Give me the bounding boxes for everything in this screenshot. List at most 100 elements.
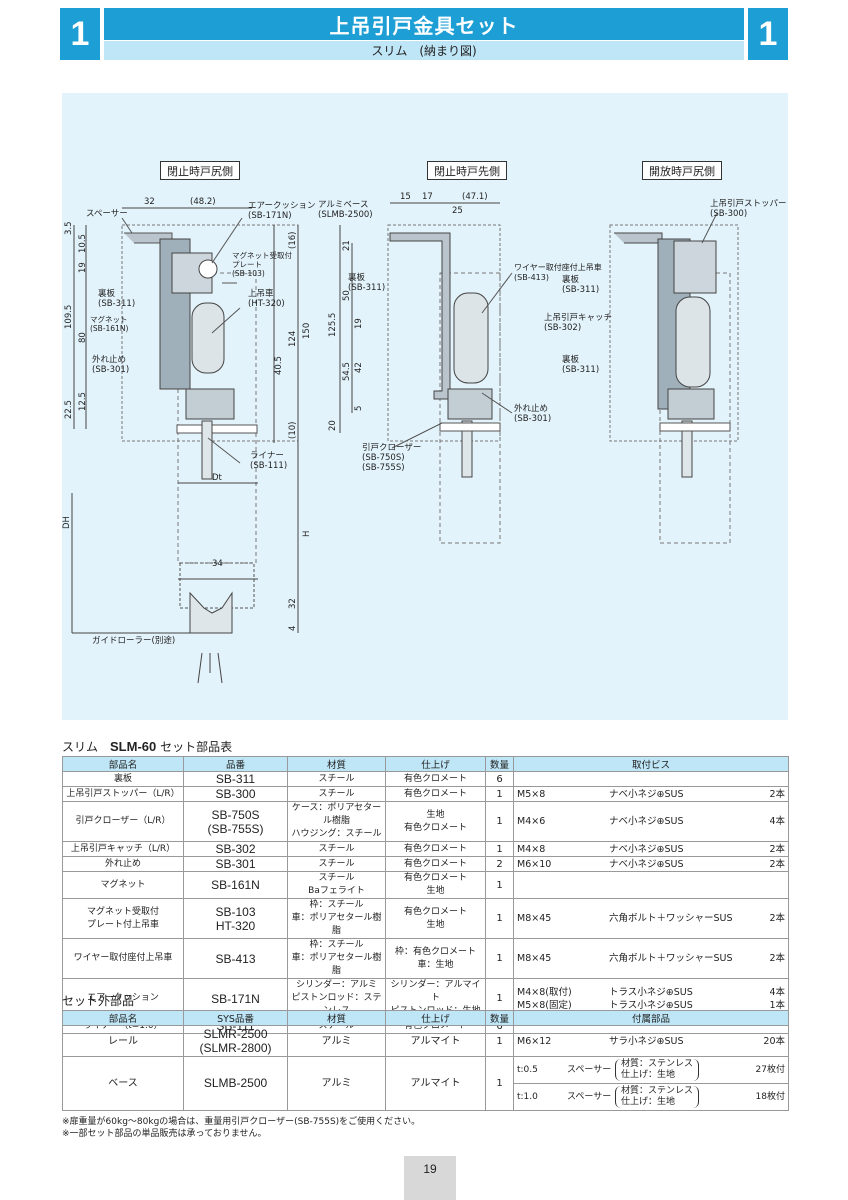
screw-qty: 2本 [769, 913, 785, 924]
parts-table-heading-prefix: スリム [62, 740, 111, 754]
callout-back-plate-2: 裏板 (SB-311) [348, 273, 386, 293]
screw-size: M4×6 [517, 816, 546, 827]
rail-acc-qty: 20本 [763, 1035, 785, 1047]
callout-back-plate-3: 裏板 (SB-311) [562, 275, 600, 295]
part-qty: 1 [485, 786, 514, 802]
parts-header-1: 品番 [183, 756, 288, 772]
extra-header-0: 部品名 [62, 1010, 184, 1026]
dim-34: 34 [212, 559, 223, 569]
base-material: アルミ [287, 1056, 386, 1111]
rail-qty: 1 [485, 1025, 514, 1057]
part-finish: 有色クロメート 生地 [385, 898, 486, 939]
dim-dt: Dt [212, 473, 222, 483]
base-qty: 1 [485, 1056, 514, 1111]
dim-21: 21 [342, 240, 352, 251]
part-qty: 1 [485, 871, 514, 899]
callout-hanger-wheel: 上吊車 (HT-320) [248, 289, 285, 309]
dim-48-2: (48.2) [190, 197, 216, 207]
screw-size: M8×45 [517, 953, 552, 964]
screw-qty: 4本 [769, 816, 785, 827]
extra-header-2: 材質 [287, 1010, 386, 1026]
part-material: スチール [287, 786, 386, 802]
part-screw [513, 871, 789, 899]
parts-table-header-row: 部品名品番材質仕上げ数量取付ビス [62, 756, 789, 772]
callout-spacer: スペーサー [86, 209, 128, 219]
dim-80: 80 [78, 332, 88, 343]
dim-54-5: 54.5 [342, 362, 352, 381]
screw-qty: 2本 [769, 788, 785, 800]
part-code: SB-413 [183, 938, 288, 979]
part-name: 引戸クローザー（L/R） [62, 801, 184, 842]
part-material: スチール Baフェライト [287, 871, 386, 899]
parts-header-0: 部品名 [62, 756, 184, 772]
screw-size: M8×45 [517, 913, 552, 924]
parts-table-heading: スリム SLM-60 セット部品表 [62, 738, 232, 755]
part-material: スチール [287, 841, 386, 857]
rail-material: アルミ [287, 1025, 386, 1057]
part-code: SB-302 [183, 841, 288, 857]
chapter-tab-left: 1 [60, 8, 100, 60]
page-number: 19 [404, 1156, 456, 1200]
dim-5: 5 [354, 405, 364, 411]
spacer-2-spec: 材質：ステンレス 仕上げ：生地 [615, 1086, 699, 1108]
part-code: SB-750S (SB-755S) [183, 801, 288, 842]
callout-closer: 引戸クローザー (SB-750S) (SB-755S) [362, 443, 422, 473]
spacer-2-qty: 18枚付 [755, 1091, 785, 1102]
view-label-closed-front: 閉止時戸先側 [427, 161, 507, 180]
parts-table-model: SLM-60 [110, 739, 157, 754]
rail-finish: アルマイト [385, 1025, 486, 1057]
extra-header-5: 付属部品 [513, 1010, 789, 1026]
screw-qty: 2本 [769, 953, 785, 964]
parts-row: 引戸クローザー（L/R）SB-750S (SB-755S)ケース：ポリアセタール… [62, 801, 789, 842]
screw-size: M4×8(取付) M5×8(固定) [517, 986, 572, 1011]
chapter-tab-right: 1 [748, 8, 788, 60]
dim-19: 19 [78, 262, 88, 273]
parts-header-3: 仕上げ [385, 756, 486, 772]
dim-15: 15 [400, 192, 411, 202]
part-material: スチール [287, 771, 386, 787]
dim-16: (16) [288, 231, 298, 249]
base-code: SLMB-2500 [183, 1056, 288, 1111]
rail-acc-size: M6×12 [517, 1035, 552, 1047]
part-qty: 2 [485, 856, 514, 872]
callout-liner: ライナー (SB-111) [250, 451, 288, 471]
screw-size: M6×10 [517, 858, 552, 870]
screw-qty: 2本 [769, 858, 785, 870]
part-code: SB-311 [183, 771, 288, 787]
part-finish: 有色クロメート 生地 [385, 871, 486, 899]
part-finish: 生地 有色クロメート [385, 801, 486, 842]
parts-header-2: 材質 [287, 756, 386, 772]
dim-47-1: (47.1) [462, 192, 488, 202]
dim-19b: 19 [354, 318, 364, 329]
part-name: 上吊引戸キャッチ（L/R） [62, 841, 184, 857]
dim-32b: 32 [288, 598, 298, 609]
spacer-2-t: t:1.0 [517, 1091, 538, 1102]
dim-h: H [302, 530, 312, 537]
dim-17: 17 [422, 192, 433, 202]
extra-row-rail: レール SLMR-2500 (SLMR-2800) アルミ アルマイト 1 M6… [62, 1025, 789, 1057]
dim-10: (10) [288, 421, 298, 439]
part-name: マグネット [62, 871, 184, 899]
parts-header-5: 取付ビス [513, 756, 789, 772]
part-material: 枠：スチール 車：ポリアセタール樹脂 [287, 938, 386, 979]
part-screw [513, 771, 789, 787]
callout-catch: 上吊引戸キャッチ (SB-302) [544, 313, 613, 333]
screw-qty: 4本 1本 [769, 986, 785, 1011]
parts-header-4: 数量 [485, 756, 514, 772]
part-qty: 1 [485, 938, 514, 979]
dim-dh: DH [62, 516, 72, 529]
view-label-open-rear: 開放時戸尻側 [642, 161, 722, 180]
part-material: スチール [287, 856, 386, 872]
dim-124: 124 [288, 330, 298, 347]
